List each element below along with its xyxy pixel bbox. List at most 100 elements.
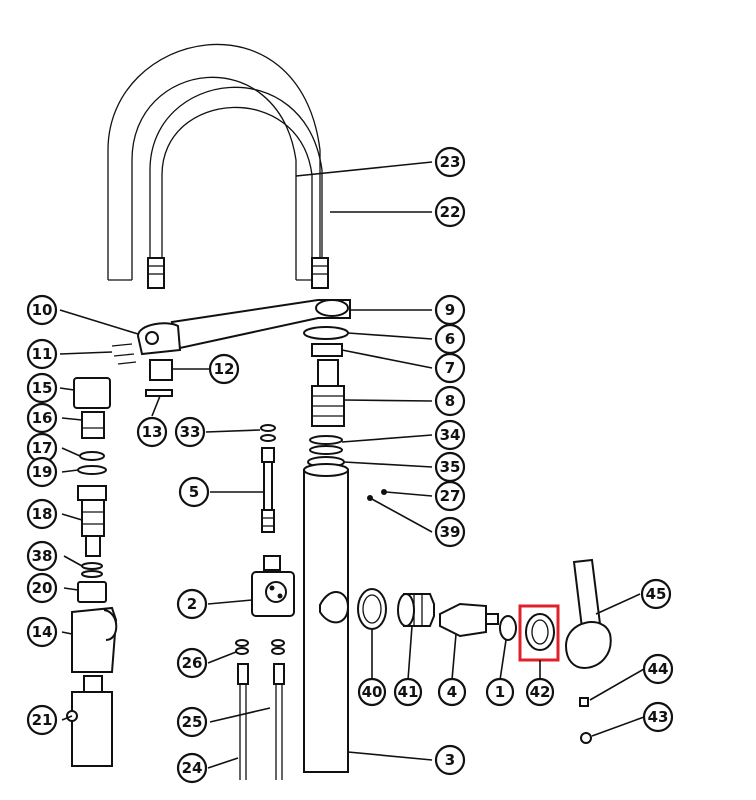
svg-text:42: 42 <box>530 683 551 701</box>
o-ring-26a <box>235 639 249 647</box>
callout-43[interactable]: 43 <box>642 701 674 733</box>
svg-text:9: 9 <box>445 301 455 319</box>
callout-7[interactable]: 7 <box>434 352 466 384</box>
svg-text:2: 2 <box>187 595 197 613</box>
callout-21[interactable]: 21 <box>26 704 58 736</box>
svg-text:45: 45 <box>646 585 667 603</box>
svg-text:19: 19 <box>32 463 53 481</box>
handle-45 <box>564 558 612 670</box>
callout-38[interactable]: 38 <box>26 540 58 572</box>
callout-40[interactable]: 40 <box>357 677 387 707</box>
spout-hose-inner <box>147 86 329 289</box>
svg-text:15: 15 <box>32 379 53 397</box>
callout-45[interactable]: 45 <box>640 578 672 610</box>
cap-15 <box>73 377 111 409</box>
callout-39[interactable]: 39 <box>434 516 466 548</box>
svg-text:7: 7 <box>445 359 455 377</box>
svg-text:18: 18 <box>32 505 53 523</box>
callout-26[interactable]: 26 <box>176 647 208 679</box>
base-21 <box>66 675 113 767</box>
bushing-16 <box>81 411 105 439</box>
screws <box>111 343 137 365</box>
callout-8[interactable]: 8 <box>434 385 466 417</box>
callout-6[interactable]: 6 <box>434 323 466 355</box>
callout-16[interactable]: 16 <box>26 402 58 434</box>
supply-hoses <box>237 663 285 780</box>
callout-14[interactable]: 14 <box>26 616 58 648</box>
callout-18[interactable]: 18 <box>26 498 58 530</box>
callout-3[interactable]: 3 <box>434 744 466 776</box>
callout-22[interactable]: 22 <box>434 196 466 228</box>
svg-text:11: 11 <box>32 345 53 363</box>
callout-2[interactable]: 2 <box>176 588 208 620</box>
svg-text:39: 39 <box>440 523 461 541</box>
o-ring-34b <box>309 445 343 455</box>
callout-33[interactable]: 33 <box>174 416 206 448</box>
svg-text:34: 34 <box>440 426 461 444</box>
callout-23[interactable]: 23 <box>434 146 466 178</box>
svg-text:40: 40 <box>362 683 383 701</box>
o-ring-26b <box>235 647 249 655</box>
svg-text:24: 24 <box>182 759 203 777</box>
callout-19[interactable]: 19 <box>26 456 58 488</box>
o-ring-34a <box>309 435 343 445</box>
svg-text:38: 38 <box>32 547 53 565</box>
washer-6 <box>303 326 349 340</box>
callout-44[interactable]: 44 <box>642 653 674 685</box>
svg-text:13: 13 <box>142 423 163 441</box>
svg-text:8: 8 <box>445 392 455 410</box>
svg-text:12: 12 <box>214 360 235 378</box>
highlight-box <box>518 604 560 662</box>
svg-text:26: 26 <box>182 654 203 672</box>
svg-text:25: 25 <box>182 713 203 731</box>
svg-text:17: 17 <box>32 439 53 457</box>
callout-27[interactable]: 27 <box>434 480 466 512</box>
svg-text:27: 27 <box>440 487 461 505</box>
svg-text:44: 44 <box>648 660 669 678</box>
callout-42[interactable]: 42 <box>525 677 555 707</box>
svg-text:10: 10 <box>32 301 53 319</box>
collar-42 <box>525 613 555 651</box>
callout-13[interactable]: 13 <box>136 416 168 448</box>
main-body-tube <box>303 463 350 773</box>
shaft-5 <box>261 447 275 533</box>
dot-27 <box>381 489 387 495</box>
o-ring-33b <box>260 434 276 442</box>
svg-text:20: 20 <box>32 579 53 597</box>
valve-body-2 <box>251 555 295 617</box>
svg-text:14: 14 <box>32 623 53 641</box>
callout-11[interactable]: 11 <box>26 338 58 370</box>
svg-text:5: 5 <box>189 483 199 501</box>
spout-arm <box>136 299 351 356</box>
callout-34[interactable]: 34 <box>434 419 466 451</box>
sleeve-14 <box>71 606 118 673</box>
ring-1 <box>499 615 517 641</box>
o-ring-26d <box>271 647 285 655</box>
cartridge-18 <box>77 485 107 557</box>
callout-15[interactable]: 15 <box>26 372 58 404</box>
o-ring-38a <box>81 562 103 570</box>
callout-25[interactable]: 25 <box>176 706 208 738</box>
o-ring-33a <box>260 424 276 432</box>
callout-9[interactable]: 9 <box>434 294 466 326</box>
callout-4[interactable]: 4 <box>437 677 467 707</box>
callout-12[interactable]: 12 <box>208 353 240 385</box>
callout-24[interactable]: 24 <box>176 752 208 784</box>
o-ring-38b <box>81 570 103 578</box>
cone-40 <box>357 588 387 630</box>
svg-text:22: 22 <box>440 203 461 221</box>
callout-10[interactable]: 10 <box>26 294 58 326</box>
callout-35[interactable]: 35 <box>434 451 466 483</box>
callout-5[interactable]: 5 <box>178 476 210 508</box>
svg-text:41: 41 <box>398 683 419 701</box>
nut-7 <box>311 343 343 357</box>
callout-1[interactable]: 1 <box>485 677 515 707</box>
leader-lines <box>59 161 645 769</box>
callout-20[interactable]: 20 <box>26 572 58 604</box>
o-ring-26c <box>271 639 285 647</box>
clip-12-13 <box>145 359 173 397</box>
svg-text:3: 3 <box>445 751 455 769</box>
callout-41[interactable]: 41 <box>393 677 423 707</box>
cartridge-4 <box>439 602 499 638</box>
